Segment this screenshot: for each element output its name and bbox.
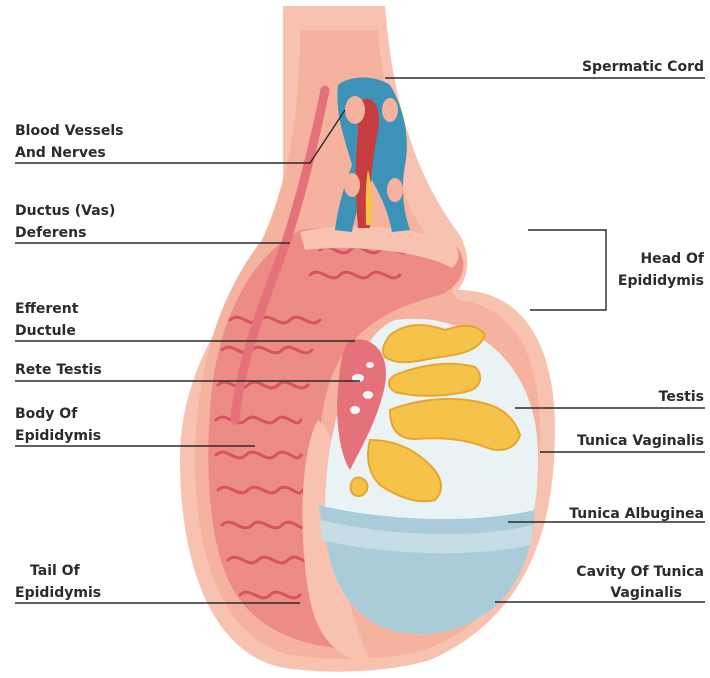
- label-ductus-2: Deferens: [15, 222, 86, 244]
- label-head-2: Epididymis: [618, 270, 704, 292]
- label-rete-testis: Rete Testis: [15, 359, 102, 381]
- label-cavity-2: Vaginalis: [610, 582, 682, 604]
- label-body-2: Epididymis: [15, 425, 101, 447]
- label-cavity-1: Cavity Of Tunica: [576, 561, 704, 583]
- label-blood-vessels-1: Blood Vessels: [15, 120, 123, 142]
- label-spermatic-cord: Spermatic Cord: [582, 56, 704, 78]
- label-efferent-2: Ductule: [15, 320, 76, 342]
- label-blood-vessels-2: And Nerves: [15, 142, 106, 164]
- label-testis: Testis: [659, 386, 704, 408]
- label-head-1: Head Of: [640, 248, 704, 270]
- label-body-1: Body Of: [15, 403, 77, 425]
- label-tunica-albuginea: Tunica Albuginea: [569, 503, 704, 525]
- label-tail-2: Epididymis: [15, 582, 101, 604]
- label-efferent-1: Efferent: [15, 298, 78, 320]
- label-tail-1: Tail Of: [30, 560, 80, 582]
- label-tunica-vaginalis: Tunica Vaginalis: [577, 430, 704, 452]
- label-ductus-1: Ductus (Vas): [15, 200, 115, 222]
